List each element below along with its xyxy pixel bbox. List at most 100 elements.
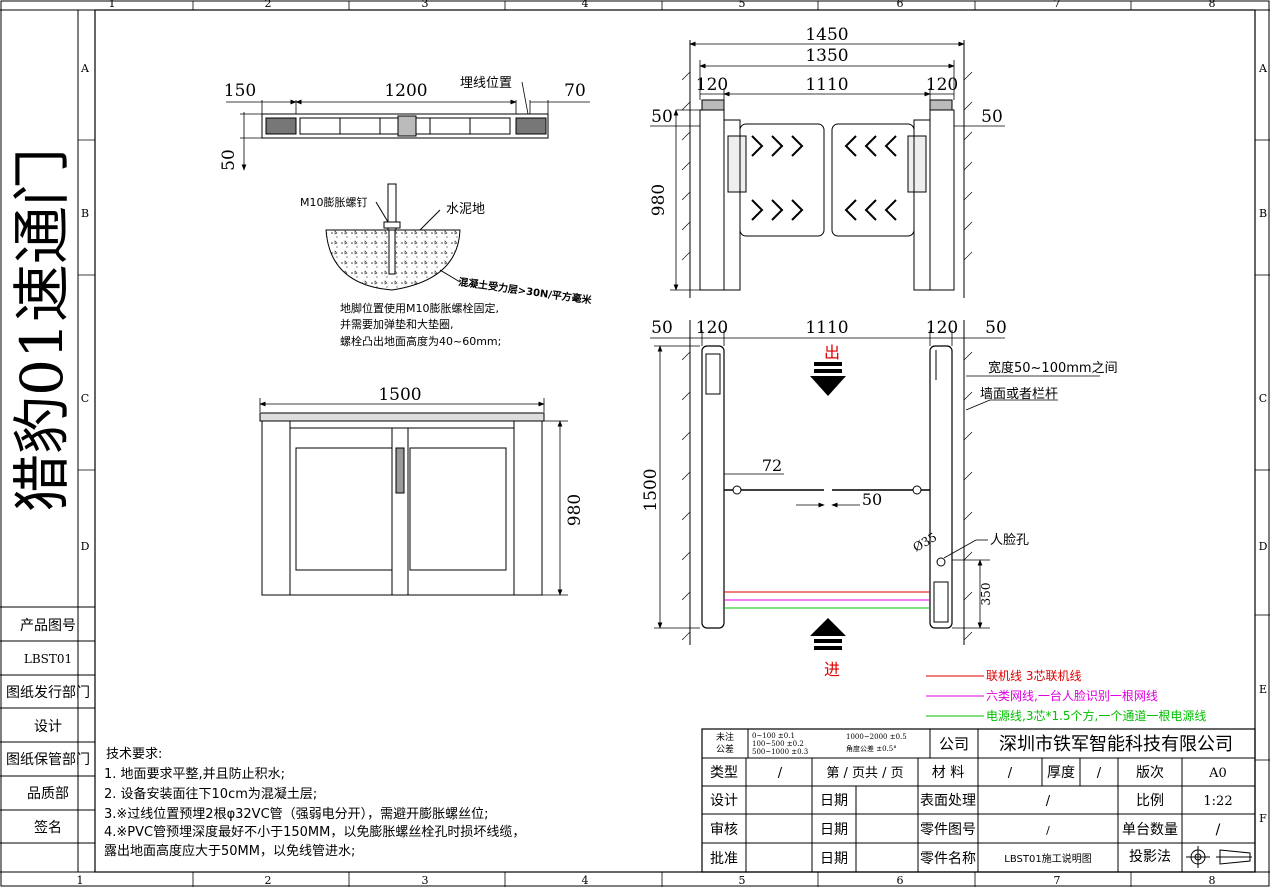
scale-value: 1:22 [1203, 794, 1232, 809]
right-zone-e: E [1259, 683, 1267, 696]
anchor-note-1: 地脚位置使用M10膨胀螺栓固定, [340, 301, 499, 315]
dim-70: 70 [564, 81, 586, 101]
design-label: 设计 [710, 793, 738, 809]
right-zone-d: D [1259, 540, 1268, 553]
review-label: 审核 [710, 822, 738, 838]
page-label: 第 / 页共 / 页 [826, 766, 903, 781]
top-zone-3: 3 [422, 0, 429, 10]
side-dim-1500: 1500 [378, 385, 421, 405]
tol-row-5: 角度公差 ±0.5° [846, 744, 897, 753]
anchor-note-3: 螺栓凸出地面高度为40~60mm; [340, 334, 501, 348]
version-label: 版次 [1136, 765, 1164, 781]
ground-label: 水泥地 [446, 202, 485, 217]
left-table-signature: 签名 [34, 819, 62, 836]
cable-position-label: 埋线位置 [460, 76, 512, 91]
tech-item-3: 3.※过线位置预埋2根φ32VC管（强弱电分开），需避开膨胀螺丝位; [104, 807, 489, 822]
plan-dim-50-arm: 50 [862, 490, 882, 509]
title-block: 未注 公差 0~100 ±0.1 100~500 ±0.2 500~1000 ±… [701, 728, 1256, 873]
top-zone-6: 6 [897, 0, 904, 10]
front-dim-120-right: 120 [926, 75, 958, 95]
side-dim-980: 980 [565, 494, 585, 526]
top-zone-8: 8 [1209, 0, 1216, 10]
front-dim-50-right: 50 [981, 107, 1003, 127]
bottom-zone-1: 1 [77, 874, 84, 887]
front-dim-1350: 1350 [805, 46, 848, 66]
left-table-model: LBST01 [24, 652, 72, 666]
material-label: 材 料 [932, 765, 964, 781]
front-dim-980: 980 [649, 184, 669, 216]
surface-value: / [1046, 794, 1051, 809]
tol-label-1: 未注 [716, 731, 734, 743]
left-zone-a: A [80, 62, 90, 75]
front-dim-1110: 1110 [805, 75, 848, 95]
left-table-quality: 品质部 [27, 786, 69, 802]
front-dim-50-left: 50 [651, 107, 673, 127]
left-zone-c: C [81, 392, 89, 405]
projection-label: 投影法 [1129, 849, 1171, 865]
tech-requirements: 技术要求: 1. 地面要求平整,并且防止积水; 2. 设备安装面往下10cm为混… [104, 747, 525, 859]
type-label: 类型 [710, 765, 738, 781]
side-view: 1500 980 [259, 385, 585, 596]
company-label: 公司 [939, 735, 969, 753]
tol-row-3: 500~1000 ±0.3 [752, 748, 808, 756]
bottom-zone-2: 2 [265, 874, 272, 887]
dim-50: 50 [219, 149, 239, 171]
scale-label: 比例 [1136, 793, 1164, 809]
tech-item-5: 露出地面高度应大于50MM，以免线管进水; [104, 843, 355, 859]
tol-row-2: 100~500 ±0.2 [752, 740, 804, 748]
thickness-value: / [1097, 766, 1102, 781]
plan-dim-50-left: 50 [651, 318, 673, 338]
bottom-zone-5: 5 [739, 874, 746, 887]
top-view: 150 1200 70 50 埋线位置 [219, 76, 590, 171]
legend-network-cable: 六类网线,一台人脸识别一根网线 [986, 688, 1158, 703]
dim-1200: 1200 [384, 81, 427, 101]
type-value: / [778, 766, 783, 781]
left-zone-b: B [81, 207, 89, 220]
exit-label: 出 [824, 343, 840, 362]
plan-dim-35: Ø35 [911, 530, 940, 555]
enter-label: 进 [824, 660, 840, 679]
part-name-label: 零件名称 [920, 851, 976, 867]
right-zone-f: F [1259, 812, 1267, 825]
bottom-zone-3: 3 [422, 874, 429, 887]
front-dim-1450: 1450 [805, 25, 848, 45]
thickness-label: 厚度 [1047, 765, 1075, 781]
plan-dim-1500: 1500 [641, 468, 661, 511]
left-zone-d: D [81, 540, 90, 553]
date-label-1: 日期 [820, 793, 848, 809]
legend-power-cable: 电源线,3芯*1.5个方,一个通道一根电源线 [986, 708, 1206, 723]
tech-item-1: 1. 地面要求平整,并且防止积水; [104, 766, 285, 782]
qty-value: / [1216, 822, 1221, 838]
width-note: 宽度50~100mm之间 [988, 360, 1118, 376]
projection-symbol-icon [1186, 846, 1252, 868]
bolt-label: M10膨胀螺钉 [300, 195, 368, 209]
right-zone-c: C [1259, 392, 1267, 405]
part-no-value: / [1046, 824, 1050, 837]
tech-item-4: 4.※PVC管预埋深度最好不小于150MM，以免膨胀螺丝栓孔时损坏线缆， [104, 824, 525, 840]
tech-item-2: 2. 设备安装面往下10cm为混凝土层; [104, 786, 317, 802]
top-zone-7: 7 [1054, 0, 1061, 10]
plan-dim-120-right: 120 [926, 318, 958, 338]
left-table-product-no: 产品图号 [20, 618, 76, 634]
plan-dim-350: 350 [979, 583, 993, 606]
approve-label: 批准 [710, 851, 738, 867]
material-value: / [1008, 766, 1013, 781]
tol-row-4: 1000~2000 ±0.5 [846, 733, 907, 741]
right-zone-b: B [1259, 207, 1267, 220]
legend-link-cable: 联机线 3芯联机线 [986, 669, 1081, 683]
tech-title: 技术要求: [106, 747, 162, 762]
plan-dim-1110: 1110 [805, 318, 848, 338]
bottom-zone-7: 7 [1054, 874, 1061, 887]
top-zone-1: 1 [109, 0, 116, 10]
part-no-label: 零件图号 [920, 822, 976, 838]
anchor-note-2: 并需要加弹垫和大垫圈, [340, 317, 454, 331]
vertical-title: 猎豹01速通门 [8, 148, 76, 512]
bottom-zone-4: 4 [582, 874, 589, 887]
top-zone-4: 4 [582, 0, 589, 10]
bottom-zone-6: 6 [897, 874, 904, 887]
front-view: 1450 1350 120 1110 120 50 50 980 [649, 25, 1005, 298]
date-label-3: 日期 [820, 851, 848, 867]
left-table-design: 设计 [34, 719, 62, 735]
